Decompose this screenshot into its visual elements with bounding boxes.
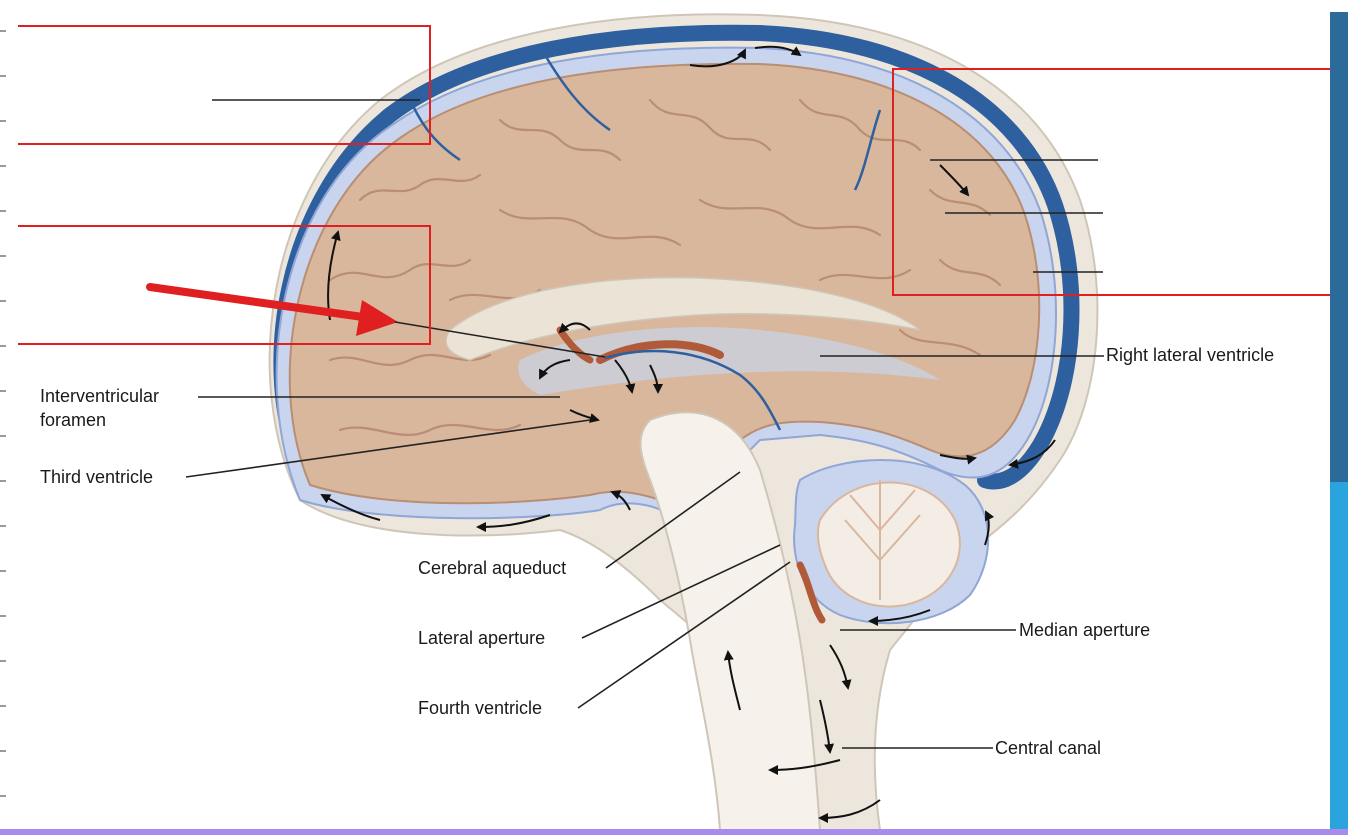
- label-fourth-ventricle: Fourth ventricle: [418, 696, 542, 720]
- ruler-tick: [0, 345, 6, 347]
- ruler-tick: [0, 165, 6, 167]
- ruler-tick: [0, 705, 6, 707]
- answer-box-top-right[interactable]: [892, 68, 1332, 296]
- slide-side-bar-accent: [1330, 482, 1348, 830]
- answer-box-mid-left[interactable]: [18, 225, 431, 345]
- label-cerebral-aqueduct: Cerebral aqueduct: [418, 556, 566, 580]
- slide-side-bar: [1330, 12, 1348, 830]
- ruler-tick: [0, 525, 6, 527]
- ruler-tick: [0, 30, 6, 32]
- arbor-vitae: [818, 483, 960, 607]
- label-lateral-aperture: Lateral aperture: [418, 626, 545, 650]
- label-central-canal: Central canal: [995, 736, 1101, 760]
- ruler-tick: [0, 390, 6, 392]
- ruler-tick: [0, 570, 6, 572]
- ruler-tick: [0, 300, 6, 302]
- ruler-tick: [0, 660, 6, 662]
- label-right-lateral-ventricle: Right lateral ventricle: [1106, 343, 1274, 367]
- ruler-tick: [0, 795, 6, 797]
- slide-bottom-border: [0, 829, 1348, 835]
- label-interventricular-foramen-2: foramen: [40, 408, 106, 432]
- ruler-tick: [0, 210, 6, 212]
- label-interventricular-foramen-1: Interventricular: [40, 384, 159, 408]
- ruler-tick: [0, 615, 6, 617]
- label-median-aperture: Median aperture: [1019, 618, 1150, 642]
- label-third-ventricle: Third ventricle: [40, 465, 153, 489]
- ruler-tick: [0, 255, 6, 257]
- ruler-tick: [0, 435, 6, 437]
- answer-box-top-left[interactable]: [18, 25, 431, 145]
- ruler-tick: [0, 480, 6, 482]
- ruler-tick: [0, 750, 6, 752]
- ruler-tick: [0, 120, 6, 122]
- ruler-tick: [0, 75, 6, 77]
